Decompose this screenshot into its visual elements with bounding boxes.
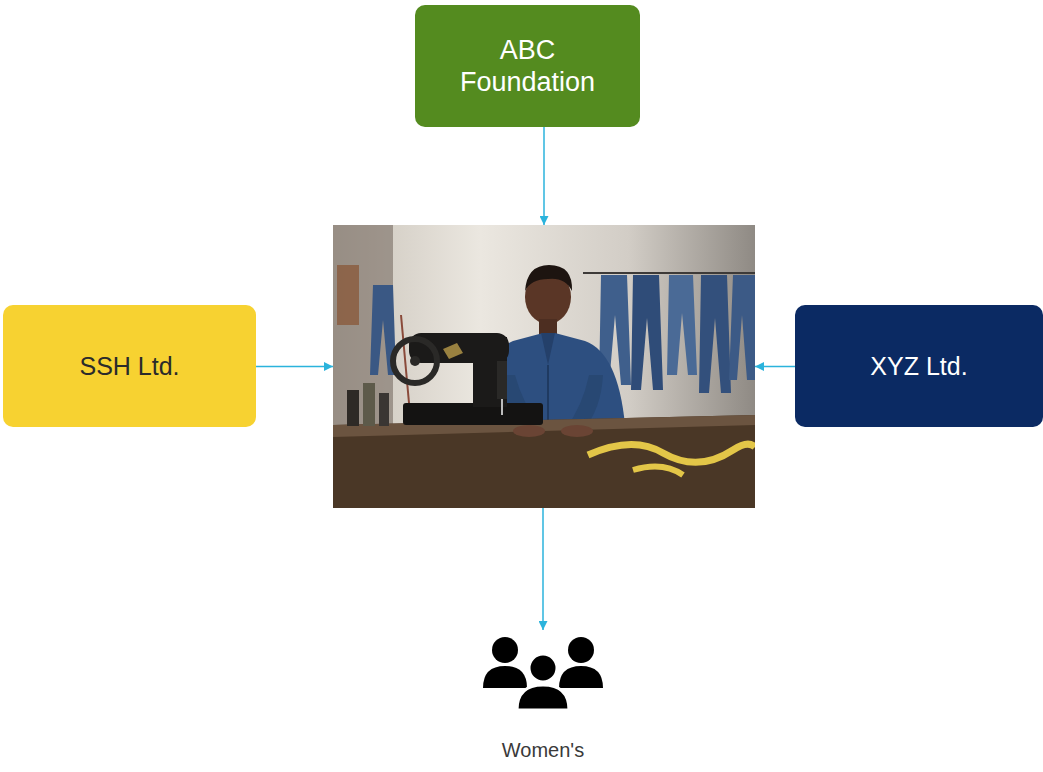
arrow-connector bbox=[542, 508, 544, 630]
node-label: XYZ Ltd. bbox=[870, 351, 967, 381]
people-icon bbox=[483, 634, 603, 714]
workshop-photo bbox=[333, 225, 755, 508]
node-label: SSH Ltd. bbox=[79, 351, 179, 381]
node-label: Women's bbox=[502, 738, 584, 762]
arrow-connector bbox=[755, 366, 795, 368]
funder-box: ABC Foundation bbox=[415, 5, 640, 127]
beneficiary-node: Women's bbox=[483, 630, 603, 764]
node-label: ABC Foundation bbox=[445, 34, 610, 99]
arrow-connector bbox=[256, 366, 333, 368]
photo-node bbox=[333, 225, 755, 508]
partner-box: XYZ Ltd. bbox=[795, 305, 1043, 427]
arrow-connector bbox=[543, 127, 545, 225]
partner-box: SSH Ltd. bbox=[3, 305, 256, 427]
